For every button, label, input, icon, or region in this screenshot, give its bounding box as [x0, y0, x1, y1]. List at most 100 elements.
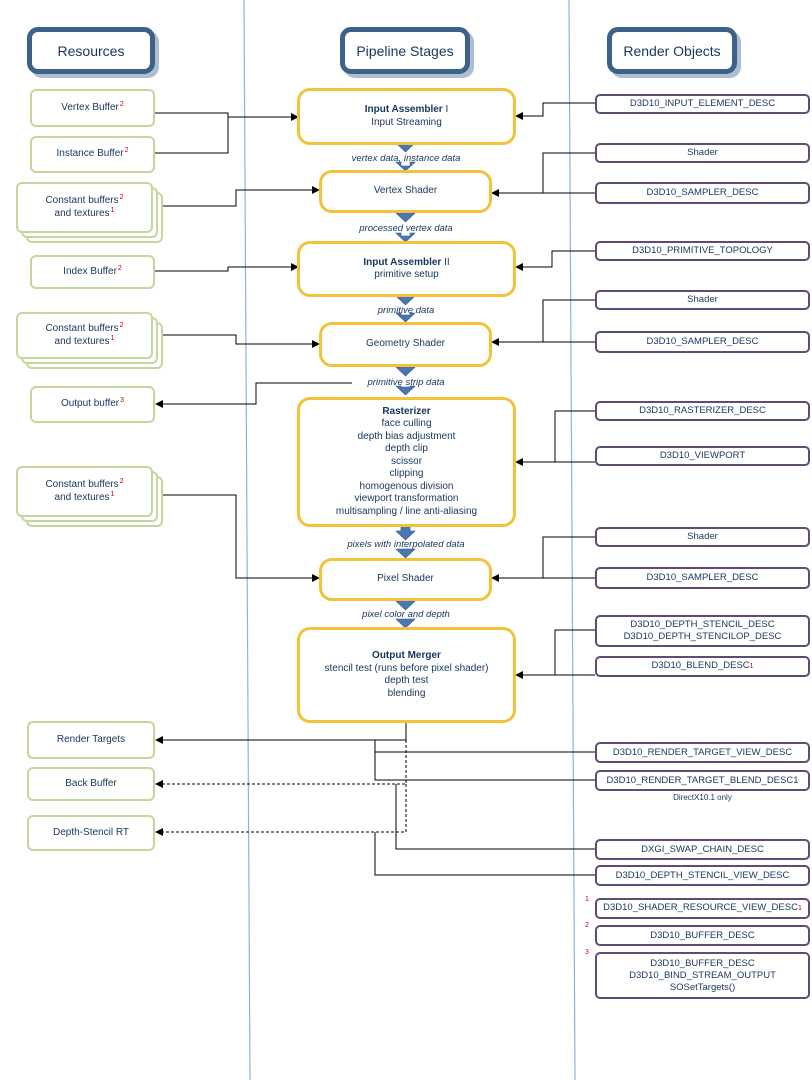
render-objects-header-label: Render Objects: [623, 42, 721, 59]
vertex-sampler-desc-label: D3D10_SAMPLER_DESC: [646, 187, 759, 198]
output-merger-stage: Output Merger stencil test (runs before …: [297, 627, 516, 723]
primitive-topology-label: D3D10_PRIMITIVE_TOPOLOGY: [632, 245, 773, 256]
connector-gs-objs: [542, 299, 595, 343]
flow-arrow-2: [395, 161, 416, 172]
pipeline-stages-header-label: Pipeline Stages: [356, 42, 454, 59]
connector-rast-objs: [554, 410, 595, 463]
connector-index-to-ia2: [155, 263, 299, 272]
flow-label-primitive-strip: primitive strip data: [367, 377, 445, 388]
footnote-3-line3: SOSetTargets(): [669, 981, 736, 993]
vertex-buffer-footnote: 2: [119, 100, 124, 108]
pixel-sampler-desc-label: D3D10_SAMPLER_DESC: [646, 572, 759, 583]
input-assembler-2-title: Input Assembler: [363, 256, 442, 268]
connector-cb3-to-ps: [152, 494, 320, 582]
primitive-topology-object: D3D10_PRIMITIVE_TOPOLOGY: [595, 241, 810, 261]
footnote-2-label: D3D10_BUFFER_DESC: [650, 929, 755, 941]
pixel-shader-stage: Pixel Shader: [319, 558, 492, 601]
constant-buffers-2-line2: and textures: [54, 335, 110, 347]
index-buffer-label: Index Buffer: [63, 265, 117, 277]
rasterizer-desc-object: D3D10_RASTERIZER_DESC: [595, 401, 810, 421]
constant-buffers-2-line1: Constant buffers: [45, 322, 119, 334]
geometry-sampler-desc-object: D3D10_SAMPLER_DESC: [595, 331, 810, 353]
connector-rtv: [374, 740, 595, 753]
connector-cb1-to-vs: [152, 186, 320, 207]
rasterizer-step: multisampling / line anti-aliasing: [335, 505, 478, 517]
input-element-desc-label: D3D10_INPUT_ELEMENT_DESC: [629, 98, 776, 109]
flow-label-pixel-color-depth: pixel color and depth: [362, 609, 450, 620]
footnote-3-line1: D3D10_BUFFER_DESC: [650, 957, 755, 969]
flow-arrow-6: [395, 312, 416, 323]
rasterizer-stage: Rasterizer face culling depth bias adjus…: [297, 397, 516, 527]
flow-arrow-9: [395, 524, 416, 541]
rasterizer-title: Rasterizer: [382, 405, 431, 417]
geometry-shader-label: Geometry Shader: [366, 338, 445, 350]
connector-rtblend: [374, 752, 595, 781]
render-target-blend-desc1-object: D3D10_RENDER_TARGET_BLEND_DESC1: [595, 770, 810, 791]
footnote-1-sup: 1: [797, 905, 802, 912]
footnote-3-number: 3: [585, 949, 589, 956]
output-buffer-label: Output buffer: [60, 398, 120, 409]
back-buffer-resource: Back Buffer: [27, 767, 155, 801]
output-merger-step: stencil test (runs before pixel shader): [324, 662, 489, 674]
viewport-object: D3D10_VIEWPORT: [595, 446, 810, 466]
constant-buffers-3-footnote-a: 2: [119, 477, 124, 485]
instance-buffer-resource: Instance Buffer2: [30, 136, 155, 173]
constant-buffers-1-line1: Constant buffers: [45, 194, 119, 206]
connector-cb2-to-gs: [152, 334, 320, 348]
output-merger-title: Output Merger: [372, 650, 441, 661]
connector-topo-to-ia2: [515, 250, 595, 271]
rasterizer-step: depth bias adjustment: [357, 430, 456, 442]
geometry-shader-stage: Geometry Shader: [319, 322, 492, 367]
input-assembler-2-stage: Input Assembler II primitive setup: [297, 241, 516, 297]
viewport-label: D3D10_VIEWPORT: [659, 450, 746, 461]
connector-swapchain: [395, 784, 595, 850]
pixel-shader-object-label: Shader: [687, 531, 718, 542]
connector-om-to-rt: [155, 722, 407, 744]
rasterizer-step: viewport transformation: [354, 493, 459, 505]
output-merger-step: depth test: [384, 675, 429, 686]
pixel-shader-object: Shader: [595, 527, 810, 547]
rasterizer-step: scissor: [390, 455, 423, 467]
index-buffer-footnote: 2: [117, 264, 122, 272]
vertex-shader-object: Shader: [595, 143, 810, 163]
rasterizer-desc-label: D3D10_RASTERIZER_DESC: [639, 405, 766, 416]
input-assembler-2-subtitle: primitive setup: [374, 269, 439, 280]
footnote-3-line2: D3D10_BIND_STREAM_OUTPUT: [629, 969, 776, 981]
render-targets-label: Render Targets: [56, 734, 126, 745]
resources-header-label: Resources: [57, 42, 125, 59]
vertex-sampler-desc-object: D3D10_SAMPLER_DESC: [595, 182, 810, 204]
input-element-desc-object: D3D10_INPUT_ELEMENT_DESC: [595, 94, 810, 114]
rasterizer-step: depth clip: [385, 443, 428, 455]
constant-buffers-3-line1: Constant buffers: [45, 478, 119, 490]
vertex-shader-label: Vertex Shader: [373, 185, 438, 197]
instance-buffer-footnote: 2: [124, 147, 129, 154]
flow-arrow-10: [395, 548, 416, 559]
render-object-connectors: [374, 102, 595, 876]
pipeline-stages-header: Pipeline Stages: [340, 27, 470, 74]
connector-dsv: [374, 832, 595, 876]
resource-connectors: [152, 112, 407, 836]
input-assembler-1-subtitle: Input Streaming: [371, 116, 442, 128]
resources-header: Resources: [27, 27, 155, 74]
input-assembler-1-roman: I: [445, 104, 449, 115]
blend-desc-label: D3D10_BLEND_DESC: [651, 660, 750, 671]
lane-divider-right: [568, 0, 576, 1080]
render-target-view-desc-object: D3D10_RENDER_TARGET_VIEW_DESC: [595, 742, 810, 763]
connector-vertex-buffer: [155, 112, 229, 154]
input-assembler-1-title: Input Assembler: [364, 104, 443, 115]
flow-label-primitive: primitive data: [377, 305, 435, 316]
flow-label-vertex-instance: vertex data, instance data: [351, 153, 461, 164]
directx101-only-note: DirectX10.1 only: [673, 793, 732, 802]
footnote-2-object: D3D10_BUFFER_DESC: [595, 925, 810, 946]
connector-strip-to-output: [155, 382, 352, 408]
flow-arrow-4: [395, 232, 416, 243]
flow-arrow-8: [395, 385, 416, 396]
connector-vs-objs: [542, 152, 595, 194]
connector-ied-to-ia: [515, 102, 595, 120]
vertex-buffer-label: Vertex Buffer: [61, 101, 119, 113]
vertex-buffer-resource: Vertex Buffer2: [30, 89, 155, 127]
input-assembler-1-stage: Input Assembler I Input Streaming: [297, 88, 516, 145]
